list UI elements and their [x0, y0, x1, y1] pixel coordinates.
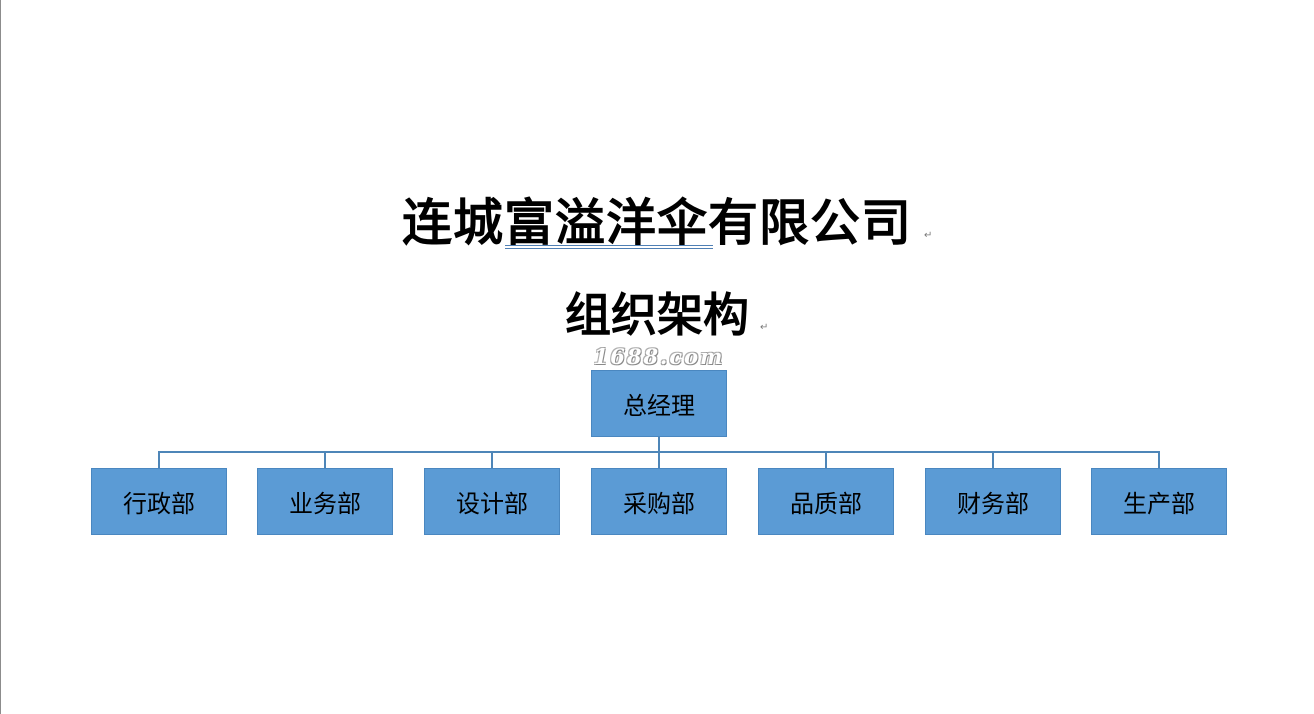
org-node-general-manager[interactable]: 总经理: [591, 370, 727, 437]
dept-connector: [491, 451, 493, 468]
dept-connector: [658, 451, 660, 468]
dept-connector: [992, 451, 994, 468]
org-node-department[interactable]: 生产部: [1091, 468, 1227, 535]
org-node-department[interactable]: 财务部: [925, 468, 1061, 535]
org-node-department[interactable]: 设计部: [424, 468, 560, 535]
paragraph-mark-icon: ↵: [924, 230, 933, 241]
page-left-edge: [0, 0, 1, 714]
chart-title: 组织架构: [565, 288, 749, 342]
org-node-department[interactable]: 业务部: [257, 468, 393, 535]
dept-connector: [324, 451, 326, 468]
spellcheck-underline: [505, 245, 713, 249]
dept-connector: [158, 451, 160, 468]
org-node-department[interactable]: 行政部: [91, 468, 227, 535]
company-title: 连城富溢洋伞有限公司: [402, 194, 912, 252]
root-connector: [658, 436, 660, 453]
watermark-logo: 1688.com: [593, 344, 725, 369]
org-node-department[interactable]: 品质部: [758, 468, 894, 535]
dept-connector: [1158, 451, 1160, 468]
org-node-department[interactable]: 采购部: [591, 468, 727, 535]
paragraph-mark-icon: ↵: [760, 322, 769, 333]
dept-connector: [825, 451, 827, 468]
